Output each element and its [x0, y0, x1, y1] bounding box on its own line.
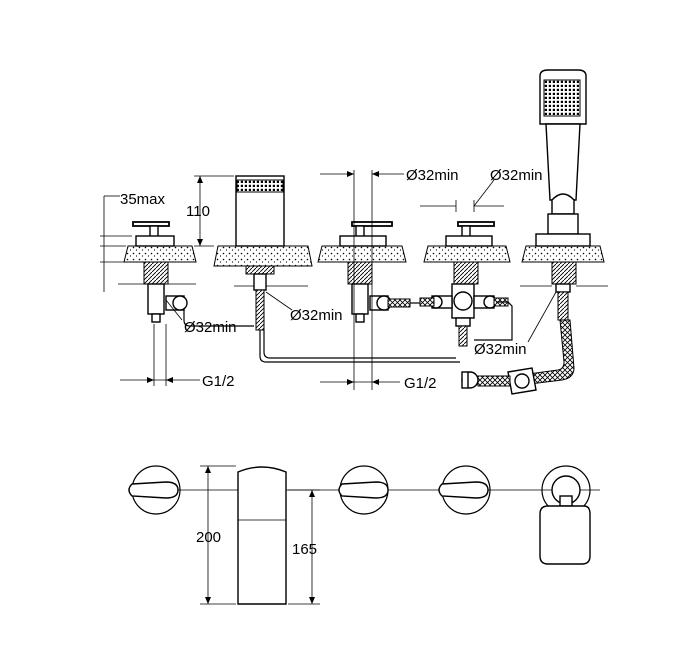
spout-height-label: 110	[186, 203, 210, 220]
front-view: 35max 110 Ø32min Ø32min Ø32min Ø32min Ø3…	[100, 69, 608, 395]
diverter	[419, 221, 509, 347]
handle-diverter-top	[438, 465, 491, 515]
top-view: 200 165	[128, 465, 600, 605]
outlet-height-dimension	[288, 489, 320, 605]
outlet-height-label: 165	[292, 541, 317, 558]
hole-diameter-label-left: Ø32min	[184, 319, 237, 336]
centerlines	[153, 170, 475, 390]
dimension-lines	[100, 171, 608, 385]
thread-label-center: G1/2	[404, 375, 437, 392]
valve-left	[132, 221, 188, 323]
max-height-label: 35max	[120, 191, 166, 208]
hole-diameter-label-diverter: Ø32min	[490, 167, 543, 184]
hole-diameter-label-center: Ø32min	[406, 167, 459, 184]
shower-holder-top	[539, 465, 591, 565]
handle-center-top	[338, 465, 389, 515]
total-height-label: 200	[196, 529, 221, 546]
hole-diameter-label-spout: Ø32min	[290, 307, 343, 324]
hand-shower	[461, 69, 591, 395]
handle-left-top	[128, 465, 181, 515]
hole-diameter-label-shower: Ø32min	[474, 341, 527, 358]
spout-top	[237, 466, 287, 605]
connecting-hose	[183, 301, 513, 363]
spout	[235, 175, 285, 331]
valve-center	[339, 221, 411, 323]
thread-label-left: G1/2	[202, 373, 235, 390]
total-height-dimension	[200, 465, 236, 605]
